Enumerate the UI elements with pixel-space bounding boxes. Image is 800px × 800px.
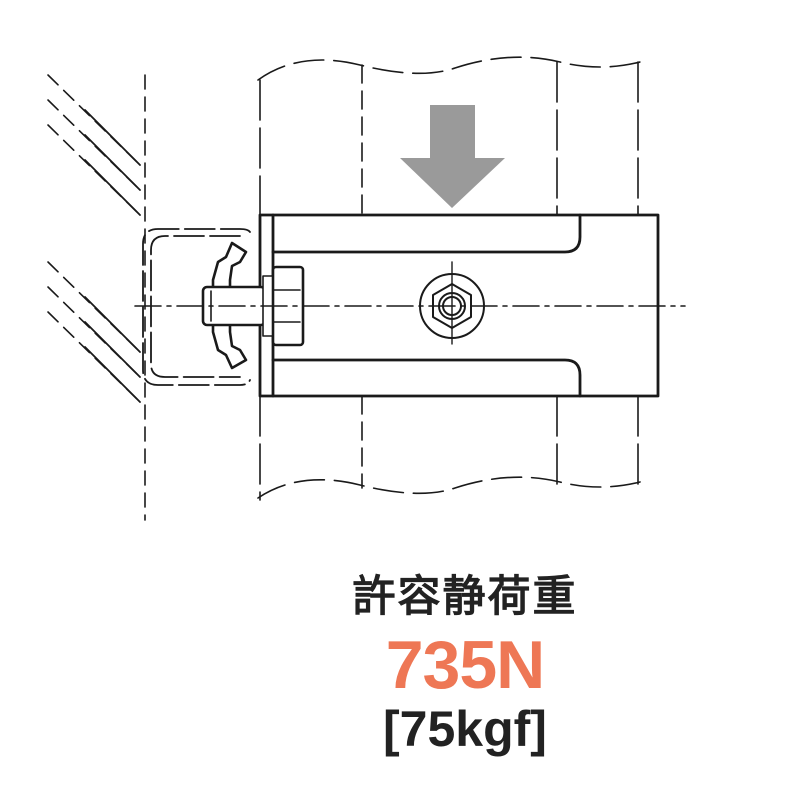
down-arrow-icon — [400, 105, 505, 208]
load-value-newton: 735N — [385, 627, 546, 703]
pipe-outline — [257, 56, 641, 501]
center-nut — [419, 261, 485, 345]
load-value-kgf: [75kgf] — [383, 701, 547, 757]
wall-hatch — [47, 74, 146, 521]
allowable-static-load-label: 許容静荷重 — [352, 572, 578, 622]
channel — [142, 228, 251, 386]
